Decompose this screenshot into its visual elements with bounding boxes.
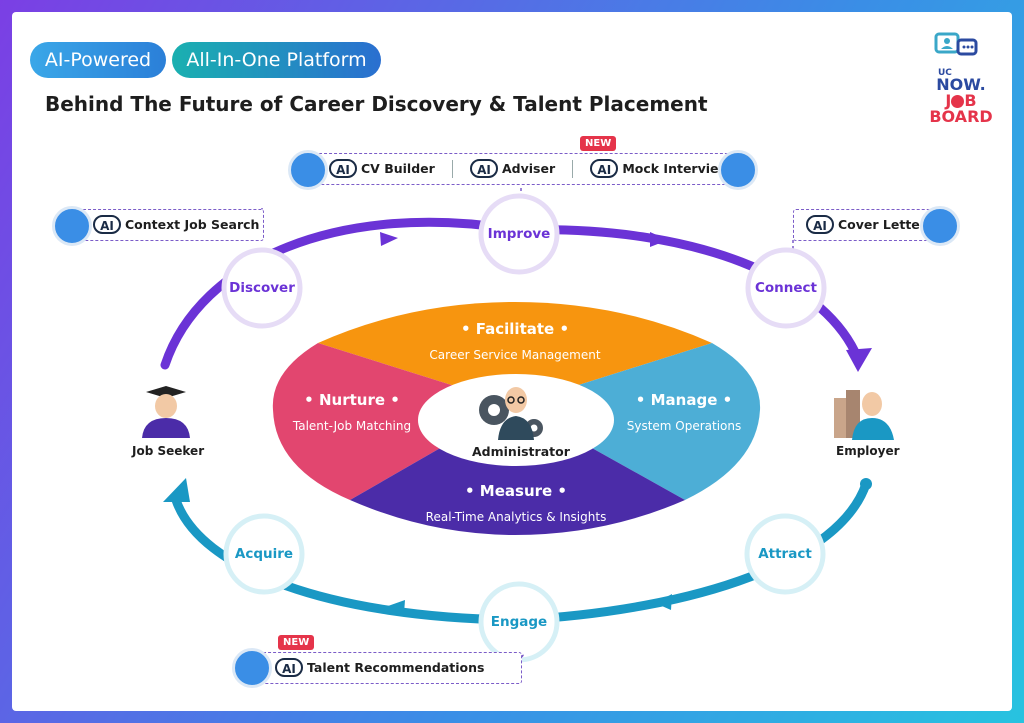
ai-badge: AI bbox=[275, 658, 303, 677]
page-title: Behind The Future of Career Discovery & … bbox=[45, 92, 708, 116]
stage-improve[interactable]: Improve bbox=[486, 201, 552, 267]
nurture-segment bbox=[272, 343, 515, 500]
cover-letter-icon bbox=[920, 206, 960, 246]
ai-badge: AI bbox=[93, 215, 121, 234]
new-tag: NEW bbox=[278, 635, 315, 650]
bottom-arc-arrow-mid1 bbox=[655, 594, 672, 610]
logo-board: BOARD bbox=[929, 107, 993, 126]
manage-segment bbox=[515, 343, 761, 500]
measure-text: • Measure • Real-Time Analytics & Insigh… bbox=[410, 482, 622, 524]
talent-recs-box: AI Talent Recommendations bbox=[250, 652, 522, 684]
stage-connect[interactable]: Connect bbox=[753, 255, 819, 321]
divider bbox=[572, 159, 574, 178]
logo-o-bug-icon bbox=[951, 95, 965, 108]
facilitate-sub: Career Service Management bbox=[429, 348, 601, 362]
cv-document-icon bbox=[288, 150, 328, 190]
measure-sub: Real-Time Analytics & Insights bbox=[425, 510, 607, 524]
manage-sub: System Operations bbox=[626, 419, 742, 433]
stage-attract[interactable]: Attract bbox=[752, 521, 818, 587]
chat-people-icon bbox=[934, 32, 978, 56]
measure-segment bbox=[350, 405, 685, 535]
cover-letter-box: AI Cover Letter bbox=[793, 209, 940, 241]
job-search-icon bbox=[52, 206, 92, 246]
talent-puzzle-icon bbox=[232, 648, 272, 688]
context-search-box: AI Context Job Search bbox=[70, 209, 264, 241]
top-arc-arrow-mid2 bbox=[650, 232, 668, 247]
manage-title: • Manage • bbox=[635, 391, 733, 409]
divider bbox=[451, 159, 453, 178]
context-job-search-label[interactable]: Context Job Search bbox=[125, 217, 260, 232]
facilitate-segment bbox=[318, 302, 712, 405]
stage-acquire[interactable]: Acquire bbox=[231, 521, 297, 587]
facilitate-title: • Facilitate • bbox=[460, 320, 570, 338]
employer-label: Employer bbox=[836, 444, 900, 458]
nurture-sub: Talent-Job Matching bbox=[292, 419, 412, 433]
nurture-title: • Nurture • bbox=[304, 391, 400, 409]
stage-engage[interactable]: Engage bbox=[486, 589, 552, 655]
employer-icon bbox=[834, 390, 894, 440]
new-tag: NEW bbox=[580, 136, 617, 151]
all-in-one-badge: All-In-One Platform bbox=[172, 42, 381, 78]
facilitate-text: • Facilitate • Career Service Management bbox=[410, 320, 620, 362]
logo-uc: UC bbox=[938, 68, 952, 78]
interview-board-icon bbox=[718, 150, 758, 190]
stage-discover[interactable]: Discover bbox=[229, 255, 295, 321]
logo-now: NOW. bbox=[936, 75, 986, 94]
administrator-label: Administrator bbox=[472, 444, 570, 459]
ai-powered-badge: AI-Powered bbox=[30, 42, 166, 78]
central-ellipse bbox=[272, 302, 761, 535]
bottom-arc-arrow-mid2 bbox=[388, 600, 405, 614]
bottom-arc-arrowhead bbox=[163, 478, 190, 502]
measure-title: • Measure • bbox=[464, 482, 568, 500]
ai-badge: AI bbox=[806, 215, 834, 234]
top-arc-arrow-mid1 bbox=[380, 232, 398, 246]
ai-badge: AI bbox=[469, 159, 498, 178]
cover-letter-label[interactable]: Cover Letter bbox=[838, 217, 926, 232]
mock-interview-label[interactable]: Mock Interview bbox=[622, 161, 731, 176]
manage-text: • Manage • System Operations bbox=[614, 391, 754, 433]
cv-builder-label[interactable]: CV Builder bbox=[361, 161, 435, 176]
job-seeker-label: Job Seeker bbox=[132, 444, 205, 458]
job-seeker-icon bbox=[142, 386, 190, 438]
ai-badge: AI bbox=[590, 159, 619, 178]
top-arc-arrowhead bbox=[846, 348, 872, 372]
talent-recommendations-label[interactable]: Talent Recommendations bbox=[307, 660, 485, 675]
adviser-label[interactable]: Adviser bbox=[501, 161, 556, 176]
nurture-text: • Nurture • Talent-Job Matching bbox=[282, 391, 422, 433]
bottom-arc-start-dot bbox=[860, 478, 872, 490]
administrator-icon bbox=[479, 387, 543, 440]
ai-badge: AI bbox=[329, 159, 357, 178]
